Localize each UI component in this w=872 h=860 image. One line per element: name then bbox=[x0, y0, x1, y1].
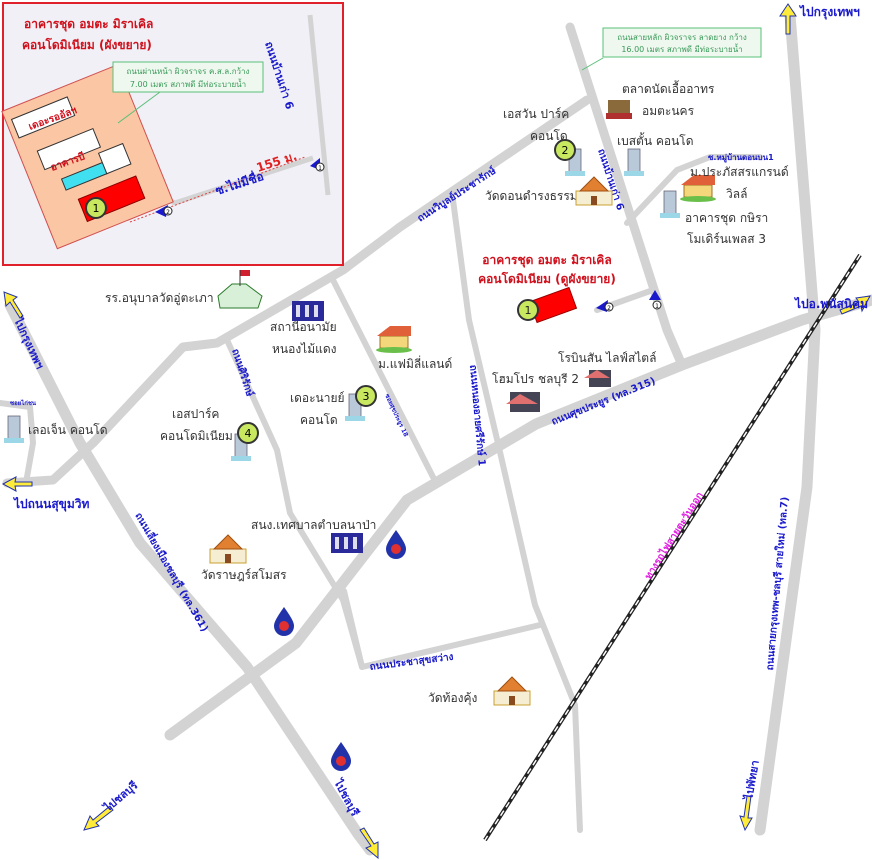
svg-text:คอนโด: คอนโด bbox=[300, 413, 338, 427]
svg-text:คอนโดมิเนียม (ดูผังขยาย): คอนโดมิเนียม (ดูผังขยาย) bbox=[478, 271, 616, 287]
place-the-nine: เดอะนายย์ คอนโด 3 bbox=[290, 385, 377, 427]
road-prachasuk bbox=[341, 588, 543, 670]
svg-text:โฮมโปร ชลบุรี 2: โฮมโปร ชลบุรี 2 bbox=[492, 372, 579, 387]
label-srirak: ถนนศิริรักษ์ bbox=[229, 347, 256, 398]
place-family-land: ม.แฟมิลี่แลนด์ bbox=[375, 325, 452, 371]
place-wat-don: วัดดอนดำรงธรรม bbox=[485, 176, 613, 206]
label-railway: ทางรถไฟสายตะวันออก bbox=[642, 489, 706, 581]
svg-text:เดอะนายย์: เดอะนายย์ bbox=[290, 391, 345, 405]
road-nongai bbox=[450, 197, 583, 833]
svg-text:ตลาดนัดเอื้ออาทร: ตลาดนัดเอื้ออาทร bbox=[622, 80, 715, 96]
svg-text:ไปกรุงเทพฯ: ไปกรุงเทพฯ bbox=[10, 314, 48, 372]
svg-text:อาคารชุด อมตะ มิราเคิล: อาคารชุด อมตะ มิราเคิล bbox=[482, 253, 611, 268]
direction-chonburi-main: ไปชลบุรี bbox=[83, 778, 141, 831]
direction-phanat: ไปอ.พนัสนิคม bbox=[793, 295, 871, 315]
place-health-station: สถานีอนามัย หนองไม้แดง bbox=[270, 301, 337, 356]
fuel-station-icon bbox=[331, 742, 351, 771]
road-soi-kaichon bbox=[0, 400, 36, 480]
svg-text:ม.ประภัสสรแกรนด์: ม.ประภัสสรแกรนด์ bbox=[690, 165, 789, 179]
place-wat-rat: วัดราษฎร์สโมสร bbox=[201, 534, 287, 582]
svg-text:1: 1 bbox=[93, 202, 100, 215]
svg-text:วัดท้องคุ้ง: วัดท้องคุ้ง bbox=[428, 691, 477, 706]
svg-text:อาคารชุด กษิรา: อาคารชุด กษิรา bbox=[685, 211, 768, 226]
label-soi-mooban: ซ.หมู่บ้านดอนบน1 bbox=[708, 152, 774, 163]
place-kirira: อาคารชุด กษิรา โมเดิร์นเพลส 3 bbox=[659, 190, 768, 246]
svg-text:โมเดิร์นเพลส 3: โมเดิร์นเพลส 3 bbox=[687, 232, 766, 246]
svg-text:เลอเจ็น คอนโด: เลอเจ็น คอนโด bbox=[28, 422, 108, 437]
site-condominium: อาคารชุด อมตะ มิราเคิล คอนโดมิเนียม (ดูผ… bbox=[478, 253, 662, 324]
svg-text:1: 1 bbox=[655, 303, 659, 310]
svg-text:คอนโด: คอนโด bbox=[530, 129, 568, 143]
direction-sukhumvit: ไปถนนสุขุมวิท bbox=[1, 476, 90, 512]
svg-text:เอสวัน ปาร์ค: เอสวัน ปาร์ค bbox=[503, 107, 569, 121]
place-s-one-park: เอสวัน ปาร์ค คอนโด 2 bbox=[503, 107, 586, 177]
road-sukprayoon18 bbox=[330, 277, 436, 480]
svg-text:วัดราษฎร์สโมสร: วัดราษฎร์สโมสร bbox=[201, 568, 287, 582]
svg-text:ไปชลบุรี: ไปชลบุรี bbox=[99, 778, 141, 816]
svg-text:1: 1 bbox=[525, 304, 532, 317]
svg-text:2: 2 bbox=[166, 209, 170, 216]
svg-text:อาคารชุด อมตะ มิราเคิล: อาคารชุด อมตะ มิราเคิล bbox=[24, 17, 153, 32]
svg-text:3: 3 bbox=[363, 390, 370, 403]
road-soi-mooban bbox=[624, 154, 763, 226]
svg-text:7.00 เมตร สภาพดี มีท่อระบายน้ำ: 7.00 เมตร สภาพดี มีท่อระบายน้ำ bbox=[130, 78, 246, 89]
svg-text:4: 4 bbox=[245, 427, 252, 440]
svg-text:อมตะนคร: อมตะนคร bbox=[642, 104, 695, 118]
svg-text:เอสปาร์ค: เอสปาร์ค bbox=[172, 407, 219, 421]
svg-text:ไปอ.พนัสนิคม: ไปอ.พนัสนิคม bbox=[793, 296, 868, 311]
svg-text:สถานีอนามัย: สถานีอนามัย bbox=[270, 320, 337, 334]
place-municipal-office: สนง.เทศบาลตำบลนาป่า bbox=[251, 518, 376, 553]
svg-text:สนง.เทศบาลตำบลนาป่า: สนง.เทศบาลตำบลนาป่า bbox=[251, 518, 376, 532]
fuel-station-icon bbox=[386, 530, 406, 559]
svg-text:วิลล์: วิลล์ bbox=[726, 187, 748, 201]
svg-text:คอนโดมิเนียม (ผังขยาย): คอนโดมิเนียม (ผังขยาย) bbox=[22, 37, 152, 52]
label-soi-kaichon: ซอยไก่ชน bbox=[10, 399, 37, 407]
place-homepro: โฮมโปร ชลบุรี 2 bbox=[492, 372, 579, 412]
top-road-note: ถนนสายหลัก ผิวจราจร ลาดยาง กว้าง 16.00 เ… bbox=[581, 27, 762, 71]
svg-text:ถนนผ่านหน้า ผิวจราจร ค.ส.ล.กว้: ถนนผ่านหน้า ผิวจราจร ค.ส.ล.กว้าง bbox=[127, 67, 250, 76]
svg-text:ม.แฟมิลี่แลนด์: ม.แฟมิลี่แลนด์ bbox=[378, 355, 452, 371]
svg-text:รร.อนุบาลวัดอู่ตะเภา: รร.อนุบาลวัดอู่ตะเภา bbox=[105, 291, 214, 306]
place-legend-condo: เลอเจ็น คอนโด bbox=[3, 415, 108, 444]
road-bypass-361 bbox=[4, 299, 376, 856]
road-baankao6 bbox=[565, 22, 687, 370]
inset-site-plan: อาคารชุด อมตะ มิราเคิล คอนโดมิเนียม (ผัง… bbox=[1, 2, 344, 266]
svg-text:หนองไม้แดง: หนองไม้แดง bbox=[272, 342, 337, 356]
road-highway-7 bbox=[754, 9, 821, 836]
svg-text:16.00 เมตร สภาพดี มีท่อระบายน้: 16.00 เมตร สภาพดี มีท่อระบายน้ำ bbox=[621, 43, 742, 54]
svg-text:ไปกรุงเทพฯ: ไปกรุงเทพฯ bbox=[798, 4, 860, 20]
place-robinson: โรบินสัน ไลฟ์สไตล์ bbox=[558, 351, 656, 387]
place-best-condo: เบสตั้น คอนโด bbox=[617, 132, 694, 177]
svg-text:ถนนสายหลัก ผิวจราจร ลาดยาง กว้: ถนนสายหลัก ผิวจราจร ลาดยาง กว้าง bbox=[617, 33, 747, 42]
direction-chonburi-bypass: ไปชลบุรี bbox=[330, 775, 379, 860]
svg-text:วัดดอนดำรงธรรม: วัดดอนดำรงธรรม bbox=[485, 189, 578, 203]
svg-text:ไปพัทยา: ไปพัทยา bbox=[741, 759, 762, 802]
place-prapas-villa: ม.ประภัสสรแกรนด์ วิลล์ bbox=[679, 165, 789, 203]
svg-text:2: 2 bbox=[607, 305, 611, 312]
svg-text:คอนโดมิเนียม: คอนโดมิเนียม bbox=[160, 429, 233, 443]
direction-bangkok-top: ไปกรุงเทพฯ bbox=[779, 3, 860, 35]
railway bbox=[483, 253, 862, 842]
place-school: รร.อนุบาลวัดอู่ตะเภา bbox=[105, 270, 263, 309]
svg-text:ไปถนนสุขุมวิท: ไปถนนสุขุมวิท bbox=[12, 496, 90, 512]
roads bbox=[0, 9, 872, 856]
place-market: ตลาดนัดเอื้ออาทร อมตะนคร bbox=[606, 80, 715, 119]
place-wat-thong: วัดท้องคุ้ง bbox=[428, 676, 531, 706]
svg-text:โรบินสัน ไลฟ์สไตล์: โรบินสัน ไลฟ์สไตล์ bbox=[558, 351, 656, 365]
road-wiboon bbox=[2, 95, 592, 488]
svg-text:2: 2 bbox=[562, 144, 569, 157]
road-sukprayoon bbox=[164, 294, 872, 741]
place-s-park: เอสปาร์ค คอนโดมิเนียม 4 bbox=[160, 407, 259, 462]
svg-text:1: 1 bbox=[318, 165, 322, 172]
svg-text:เบสตั้น คอนโด: เบสตั้น คอนโด bbox=[617, 132, 694, 148]
fuel-station-icon bbox=[274, 607, 294, 636]
